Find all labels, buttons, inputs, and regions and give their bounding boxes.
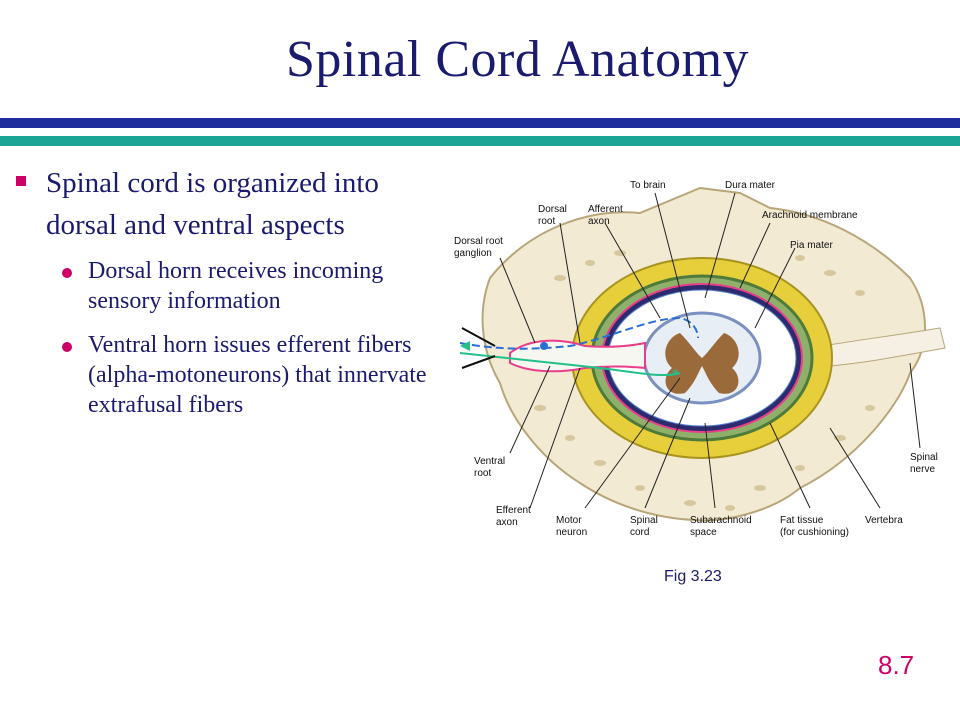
efferent-axon-line	[459, 352, 681, 377]
label-vertebra: Vertebra	[865, 515, 903, 526]
sub-bullet-text: Ventral horn issues efferent fibers (alp…	[88, 332, 427, 418]
bullet-text: Spinal cord is organized into dorsal and…	[46, 167, 379, 241]
label-spinal-nerve-1: Spinal	[910, 452, 938, 463]
round-bullet-icon	[62, 268, 72, 278]
label-motor-neuron-2: neuron	[556, 527, 587, 538]
motor-neuron-icon: *	[672, 367, 679, 382]
label-subarachnoid-1: Subarachnoid	[690, 515, 752, 526]
arrow-out	[461, 355, 496, 369]
label-spinal-cord-1: Spinal	[630, 515, 658, 526]
label-spinal-cord-2: cord	[630, 527, 649, 538]
afferent-axon-line	[459, 316, 699, 350]
bullet-list: Spinal cord is organized into dorsal and…	[12, 162, 442, 420]
label-pia-mater: Pia mater	[790, 240, 833, 251]
slide-title: Spinal Cord Anatomy	[285, 31, 750, 88]
label-dura-mater: Dura mater	[725, 180, 776, 191]
label-afferent-axon-1: Afferent	[588, 204, 623, 215]
label-efferent-axon-1: Efferent	[496, 505, 531, 516]
spinal-cord-diagram: * To brain Dura mater Dorsal root	[440, 168, 955, 568]
bullet-level1: Spinal cord is organized into dorsal and…	[12, 162, 442, 246]
label-dorsal-root-1: Dorsal	[538, 204, 567, 215]
page-number: 8.7	[878, 650, 915, 680]
title-rule-navy	[0, 118, 960, 128]
label-ventral-root-1: Ventral	[474, 456, 505, 467]
label-spinal-nerve-2: nerve	[910, 464, 935, 475]
bullet-level2: Dorsal horn receives incoming sensory in…	[62, 256, 442, 316]
label-arachnoid: Arachnoid membrane	[762, 210, 858, 221]
efferent-arrowhead	[460, 341, 470, 351]
label-ventral-root-2: root	[474, 468, 491, 479]
bone-texture	[534, 250, 875, 511]
title-rule-teal	[0, 136, 960, 146]
label-dorsal-root-ganglion-1: Dorsal root	[454, 236, 503, 247]
square-bullet-icon	[16, 176, 26, 186]
arrow-in	[461, 327, 496, 347]
bullet-level2: Ventral horn issues efferent fibers (alp…	[62, 330, 442, 420]
gray-matter	[665, 333, 739, 394]
dorsal-root-ganglion	[509, 339, 646, 373]
label-fat-tissue-2: (for cushioning)	[780, 527, 849, 538]
round-bullet-icon	[62, 342, 72, 352]
label-efferent-axon-2: axon	[496, 517, 518, 528]
figure-caption: Fig 3.23	[664, 568, 722, 585]
label-subarachnoid-2: space	[690, 527, 717, 538]
sub-bullet-text: Dorsal horn receives incoming sensory in…	[88, 258, 384, 314]
label-motor-neuron-1: Motor	[556, 515, 582, 526]
ganglion-cell-body	[540, 342, 548, 350]
label-to-brain: To brain	[630, 180, 666, 191]
label-dorsal-root-ganglion-2: ganglion	[454, 248, 492, 259]
label-afferent-axon-2: axon	[588, 216, 610, 227]
label-dorsal-root-2: root	[538, 216, 555, 227]
label-fat-tissue-1: Fat tissue	[780, 515, 824, 526]
